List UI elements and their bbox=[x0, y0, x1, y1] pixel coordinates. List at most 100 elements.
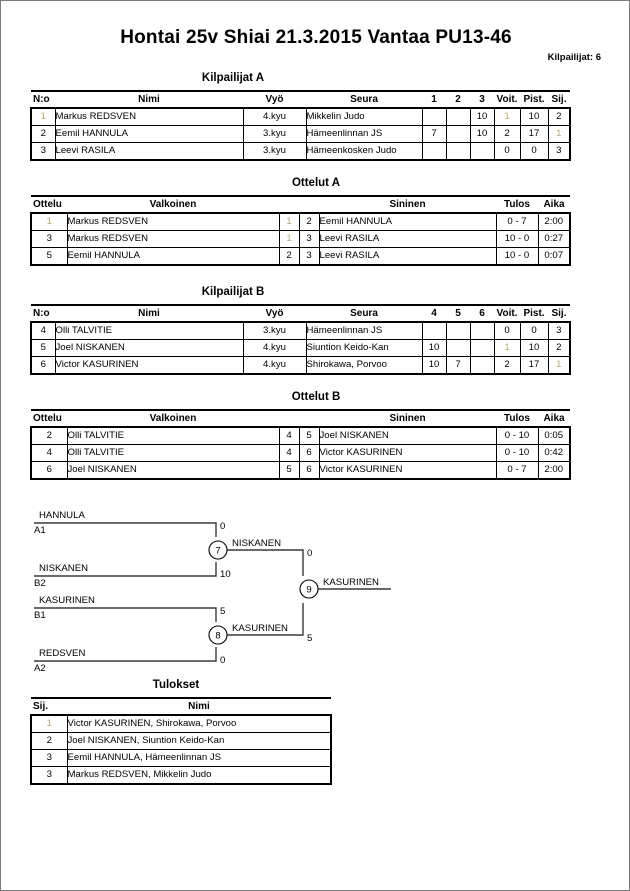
bracket-node-sf1-number: 7 bbox=[215, 546, 220, 557]
bracket-sf2-bottom-seed: A2 bbox=[34, 663, 46, 674]
pool-row-score-2 bbox=[445, 142, 471, 161]
pool-row-score-1: 10 bbox=[421, 356, 447, 375]
bracket-sf1-top-score: 0 bbox=[220, 521, 225, 532]
bracket-node-sf1 bbox=[208, 540, 228, 560]
pool-row-score-1: 10 bbox=[421, 339, 447, 357]
pool-row-name: Markus REDSVEN bbox=[54, 107, 244, 126]
match-row-blue-number: 6 bbox=[298, 444, 320, 462]
pool-b-header-opp-4: 4 bbox=[422, 304, 446, 323]
pool-row-wins: 0 bbox=[493, 142, 521, 161]
pool-row-rank: 3 bbox=[547, 321, 571, 340]
pool-b-header-opp-6: 6 bbox=[470, 304, 494, 323]
pool-a-header-wins: Voit. bbox=[494, 90, 520, 109]
pool-row-name: Victor KASURINEN bbox=[54, 356, 244, 375]
matches-b-header-white-no bbox=[279, 409, 299, 428]
pool-row-wins: 2 bbox=[493, 125, 521, 143]
match-row-result: 0 - 10 bbox=[495, 426, 539, 445]
pool-row-score-2 bbox=[445, 107, 471, 126]
matches-b-header-result: Tulos bbox=[496, 409, 538, 428]
bracket-line-sf2-bottom bbox=[34, 647, 217, 662]
match-row-result: 0 - 10 bbox=[495, 444, 539, 462]
pool-a-table: N:o Nimi Vyö Seura 1 2 3 Voit. Pist. Sij… bbox=[30, 90, 571, 161]
pool-row-number: 2 bbox=[30, 125, 56, 143]
match-row-white: Olli TALVITIE bbox=[66, 426, 280, 445]
pool-row-rank: 3 bbox=[547, 142, 571, 161]
pool-row-points: 10 bbox=[519, 107, 549, 126]
pool-row-belt: 4.kyu bbox=[242, 107, 307, 126]
bracket-sf1-bottom-score: 10 bbox=[220, 569, 231, 580]
matches-a-header-blue: Sininen bbox=[319, 195, 496, 214]
pool-row-number: 3 bbox=[30, 142, 56, 161]
matches-a-header-time: Aika bbox=[538, 195, 570, 214]
pool-row-score-3 bbox=[469, 321, 495, 340]
pool-row-score-3 bbox=[469, 356, 495, 375]
bracket-line-sf1-out bbox=[227, 549, 304, 576]
pool-row-wins: 1 bbox=[493, 107, 521, 126]
match-row-blue-number: 3 bbox=[298, 230, 320, 248]
pool-row-score-3 bbox=[469, 142, 495, 161]
bracket-final-top-score: 0 bbox=[307, 548, 312, 559]
pool-b-header-opp-5: 5 bbox=[446, 304, 470, 323]
pool-a-header-opp-3: 3 bbox=[470, 90, 494, 109]
pool-row-number: 6 bbox=[30, 356, 56, 375]
match-row-white: Eemil HANNULA bbox=[66, 247, 280, 266]
match-row-blue: Victor KASURINEN bbox=[318, 461, 497, 480]
pool-row-score-2 bbox=[445, 321, 471, 340]
pool-a-caption: Kilpailijat A bbox=[201, 72, 265, 84]
pool-row-score-1 bbox=[421, 321, 447, 340]
match-row-blue-number: 2 bbox=[298, 212, 320, 231]
match-row-blue: Victor KASURINEN bbox=[318, 444, 497, 462]
pool-row-number: 4 bbox=[30, 321, 56, 340]
pool-b-header-club: Seura bbox=[306, 304, 422, 323]
match-row-time: 0:27 bbox=[537, 230, 571, 248]
results-header-name: Nimi bbox=[67, 697, 331, 716]
match-row-blue-number: 6 bbox=[298, 461, 320, 480]
matches-b-header-blue-no bbox=[299, 409, 319, 428]
match-row-blue: Eemil HANNULA bbox=[318, 212, 497, 231]
bracket-sf2-bottom-score: 0 bbox=[220, 655, 225, 666]
match-row-result: 10 - 0 bbox=[495, 230, 539, 248]
match-row-result: 0 - 7 bbox=[495, 212, 539, 231]
match-row-blue: Joel NISKANEN bbox=[318, 426, 497, 445]
bracket-node-sf2-number: 8 bbox=[215, 631, 220, 642]
pool-row-belt: 3.kyu bbox=[242, 321, 307, 340]
match-row-time: 2:00 bbox=[537, 212, 571, 231]
pool-a-header-opp-2: 2 bbox=[446, 90, 470, 109]
pool-b-header-points: Pist. bbox=[520, 304, 548, 323]
pool-row-rank: 1 bbox=[547, 356, 571, 375]
matches-a-header-no: Ottelu bbox=[31, 195, 67, 214]
pool-row-score-1: 7 bbox=[421, 125, 447, 143]
pool-row-number: 5 bbox=[30, 339, 56, 357]
matches-b-header-no: Ottelu bbox=[31, 409, 67, 428]
pool-a-header-name: Nimi bbox=[55, 90, 243, 109]
matches-b-caption: Ottelut B bbox=[291, 391, 341, 403]
match-row-white-number: 4 bbox=[278, 426, 300, 445]
bracket-node-final bbox=[299, 579, 319, 599]
match-row-number: 5 bbox=[30, 247, 68, 266]
pool-row-score-3 bbox=[469, 339, 495, 357]
matches-a-header-white: Valkoinen bbox=[67, 195, 279, 214]
match-row-white-number: 1 bbox=[278, 212, 300, 231]
pool-a-header-belt: Vyö bbox=[243, 90, 306, 109]
pool-row-belt: 3.kyu bbox=[242, 142, 307, 161]
match-row-number: 3 bbox=[30, 230, 68, 248]
match-row-blue: Leevi RASILA bbox=[318, 247, 497, 266]
result-row-name: Joel NISKANEN, Siuntion Keido-Kan bbox=[66, 732, 332, 750]
matches-b-header-time: Aika bbox=[538, 409, 570, 428]
pool-row-club: Hämeenlinnan JS bbox=[305, 125, 423, 143]
match-row-white-number: 1 bbox=[278, 230, 300, 248]
match-row-white: Joel NISKANEN bbox=[66, 461, 280, 480]
pool-b-header-wins: Voit. bbox=[494, 304, 520, 323]
result-row-rank: 2 bbox=[30, 732, 68, 750]
